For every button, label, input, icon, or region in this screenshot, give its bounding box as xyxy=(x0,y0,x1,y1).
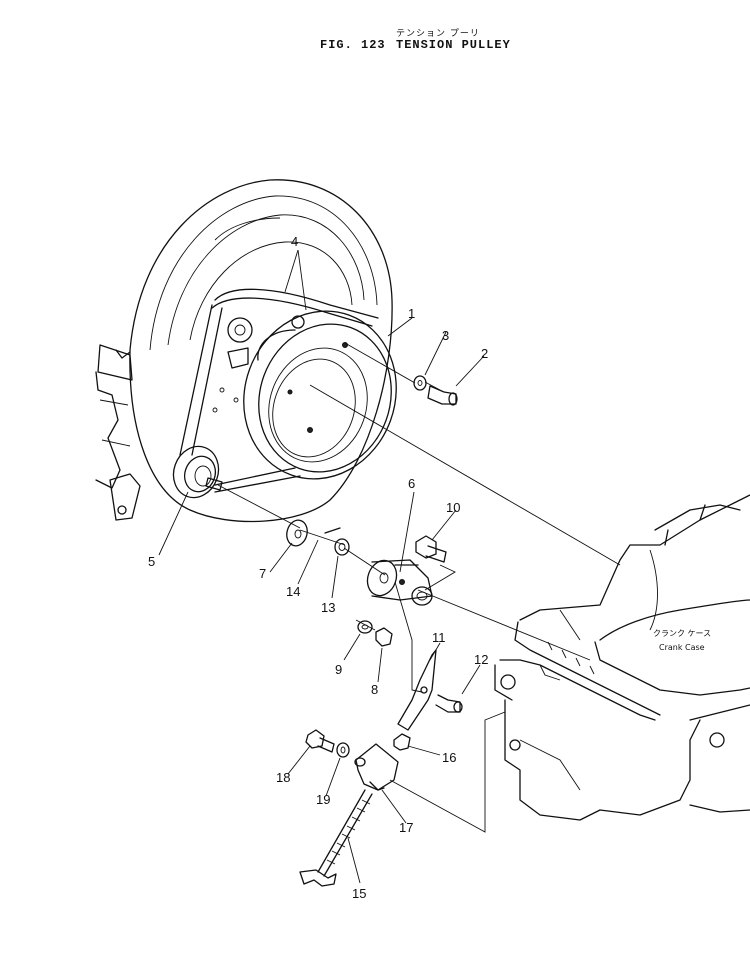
bolt-2 xyxy=(427,385,458,406)
callout-8: 8 xyxy=(371,682,378,697)
washer-19 xyxy=(336,742,350,758)
crankcase-label-en: Crank Case xyxy=(659,643,705,652)
bolt-18 xyxy=(305,729,335,753)
timing-plate xyxy=(212,315,305,413)
washer-3 xyxy=(413,375,427,391)
figure-name: TENSION PULLEY xyxy=(396,38,511,52)
callout-2: 2 xyxy=(481,346,488,361)
callout-7: 7 xyxy=(259,566,266,581)
fan-belt xyxy=(179,288,379,493)
idler-pulley xyxy=(172,445,223,499)
callout-10: 10 xyxy=(446,500,460,515)
pin-14 xyxy=(324,527,341,534)
crankcase xyxy=(494,494,750,821)
figure-number: FIG. 123 xyxy=(320,38,386,52)
leader-lines xyxy=(158,249,485,884)
callout-16: 16 xyxy=(442,750,456,765)
nut-8 xyxy=(375,627,393,647)
washer-13 xyxy=(334,538,350,556)
callout-12: 12 xyxy=(474,652,488,667)
bolt-12 xyxy=(435,694,463,713)
callout-6: 6 xyxy=(408,476,415,491)
nut-16 xyxy=(393,733,411,751)
callout-18: 18 xyxy=(276,770,290,785)
callout-14: 14 xyxy=(286,584,300,599)
callout-4: 4 xyxy=(291,234,298,249)
bolt-10 xyxy=(415,535,447,563)
callout-numbers: 1 2 3 4 5 6 7 8 9 10 11 12 13 14 15 16 1… xyxy=(148,234,488,901)
callout-3: 3 xyxy=(442,328,449,343)
lever-11 xyxy=(397,649,437,731)
tension-pulley xyxy=(243,310,397,480)
tension-bracket xyxy=(366,559,433,606)
washer-7 xyxy=(286,519,308,547)
callout-13: 13 xyxy=(321,600,335,615)
callout-17: 17 xyxy=(399,820,413,835)
callout-19: 19 xyxy=(316,792,330,807)
callout-5: 5 xyxy=(148,554,155,569)
callout-1: 1 xyxy=(408,306,415,321)
assembly-lines xyxy=(217,342,621,833)
title-kana: テンション プーリ xyxy=(396,29,480,39)
adjusting-bolt-15 xyxy=(299,789,373,887)
callout-9: 9 xyxy=(335,662,342,677)
callout-11: 11 xyxy=(432,630,446,645)
crankcase-label-jp: クランク ケース xyxy=(653,629,711,638)
spring-block-17 xyxy=(354,743,399,791)
callout-15: 15 xyxy=(352,886,366,901)
